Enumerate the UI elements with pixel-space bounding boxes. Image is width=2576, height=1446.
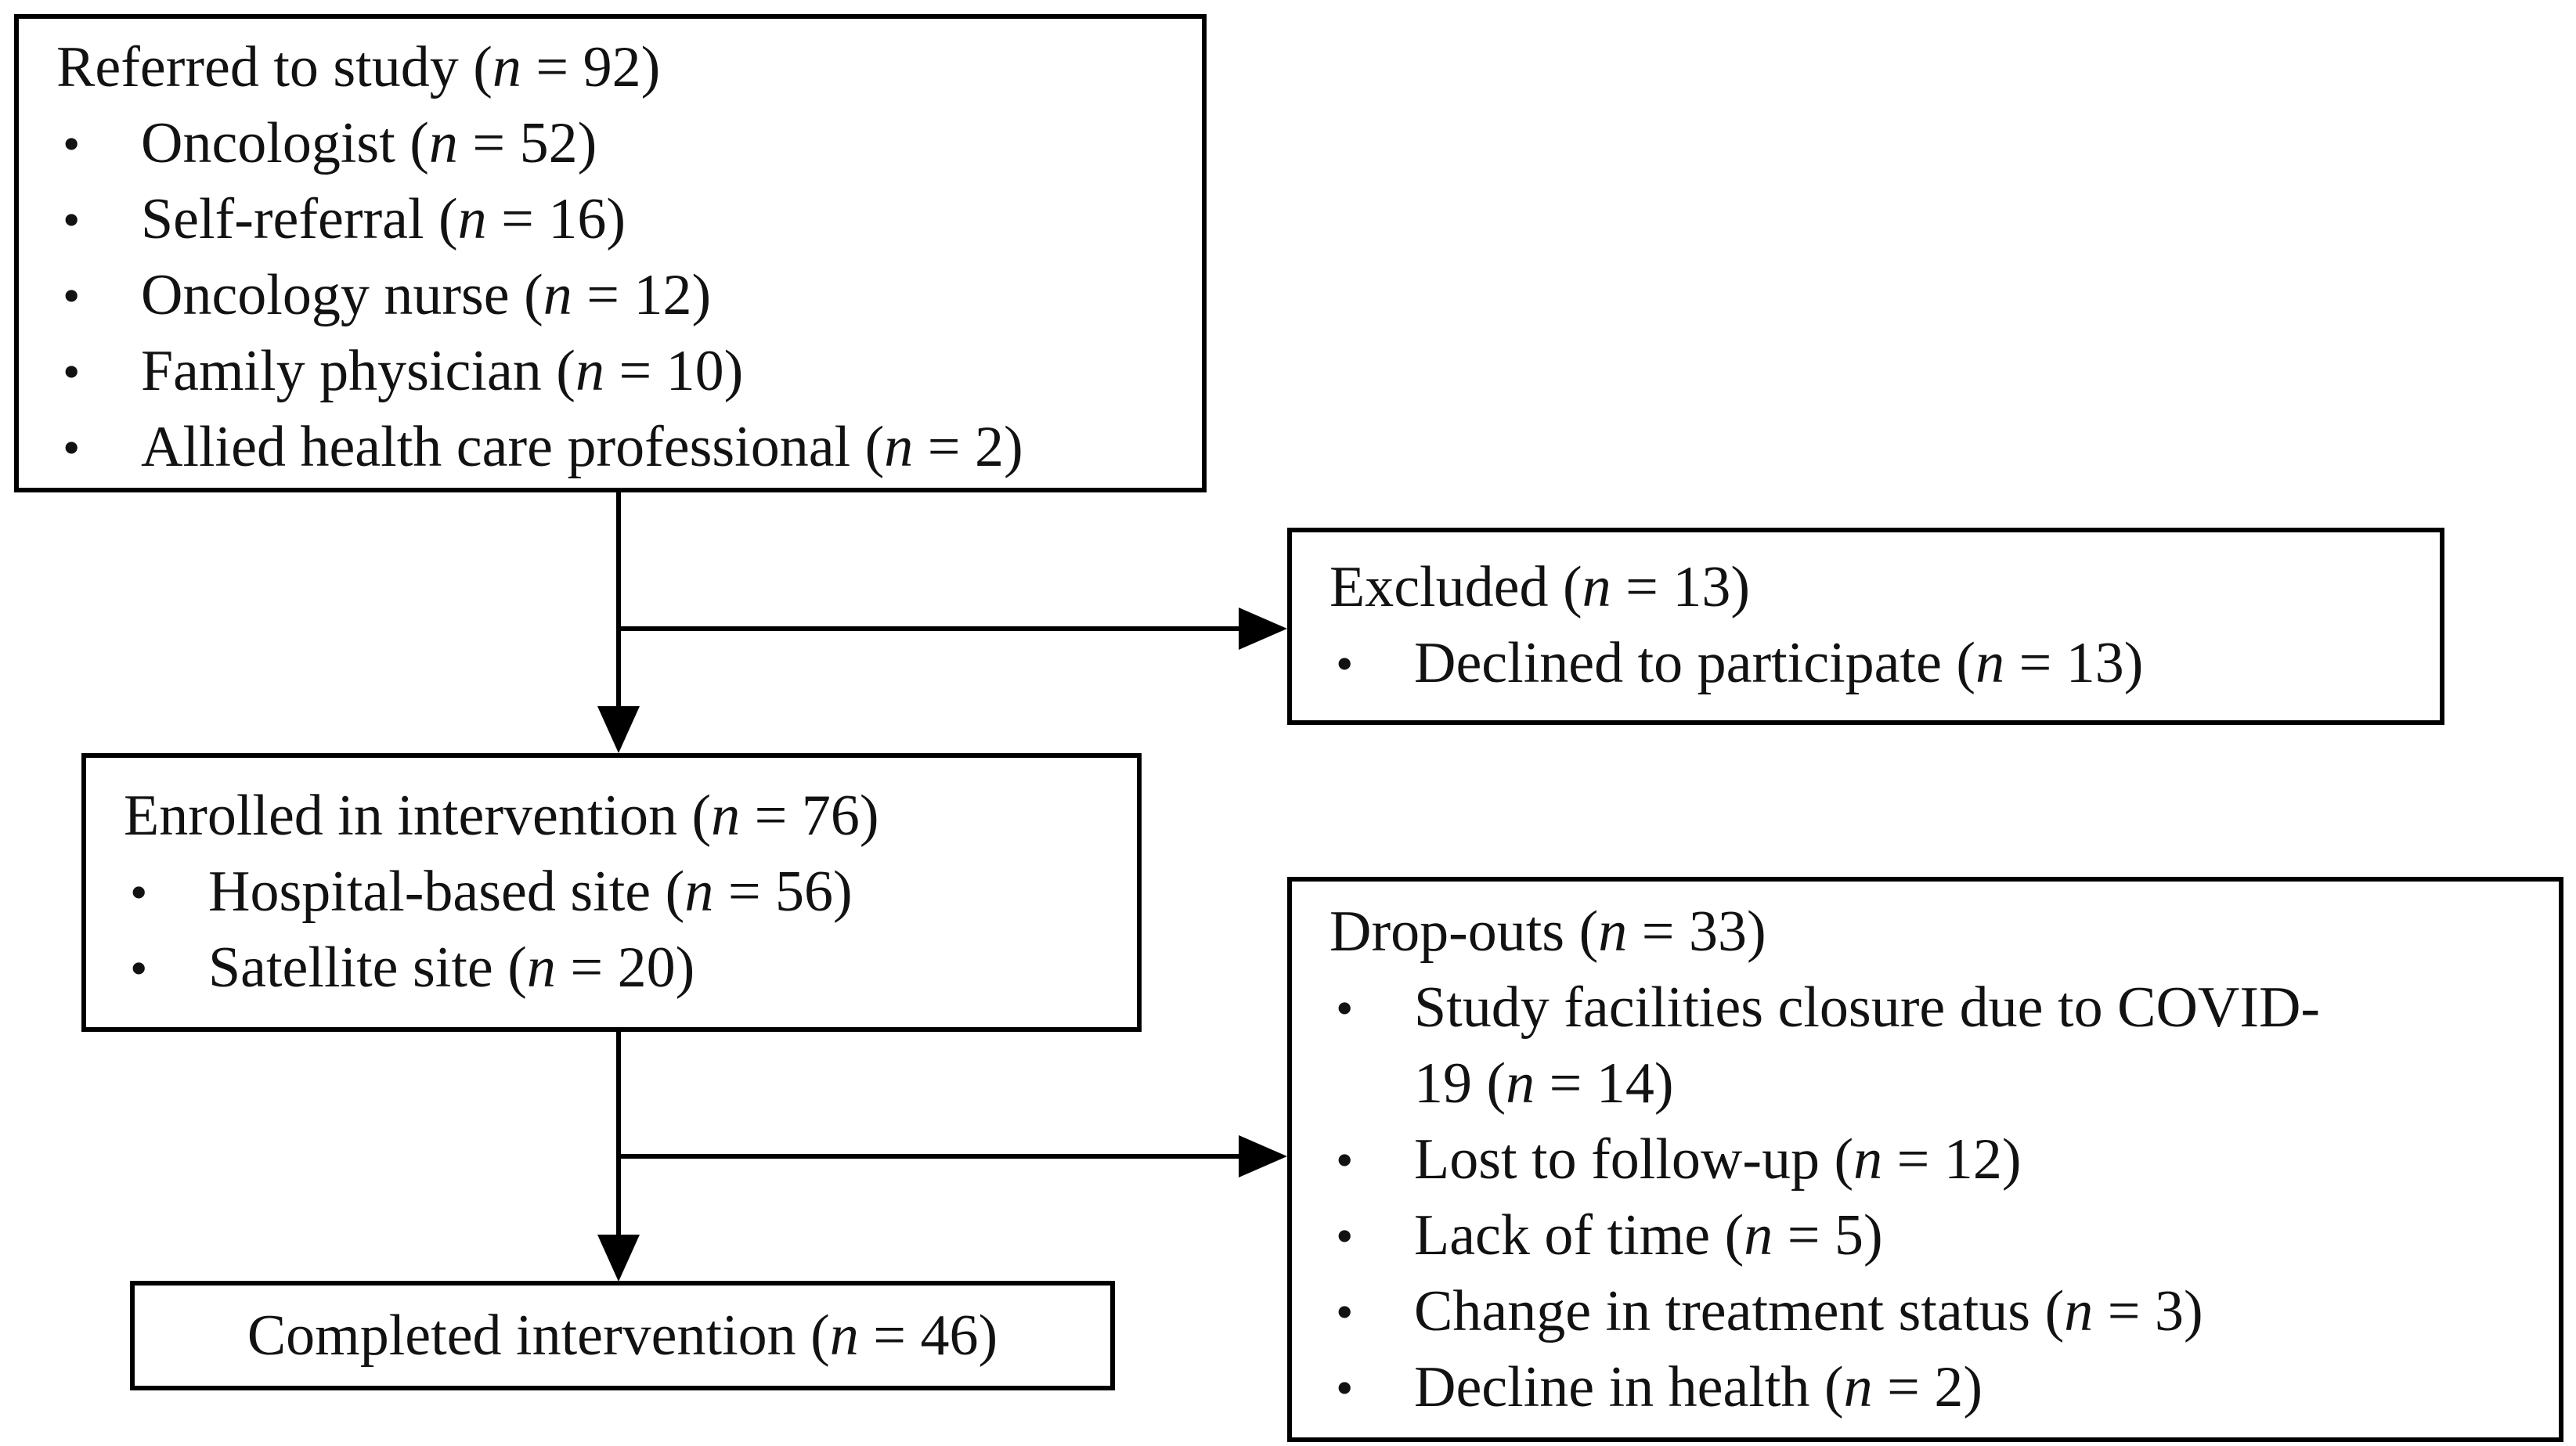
bullet-icon: •: [1336, 636, 1354, 691]
list-item: • Hospital-based site (n = 56): [86, 854, 1137, 930]
list-item: • Lack of time (n = 5): [1292, 1198, 2559, 1274]
flow-box-completed: Completed intervention (n = 46): [130, 1281, 1115, 1390]
bullet-icon: •: [63, 192, 81, 247]
connector-enrolled-to-completed: [616, 1032, 621, 1239]
list-item-text: Hospital-based site (n = 56): [208, 860, 853, 924]
list-item: • Self-referral (n = 16): [19, 182, 1202, 258]
connector-branch-to-dropouts: [616, 1154, 1241, 1159]
list-item: • Allied health care professional (n = 2…: [19, 409, 1202, 485]
bullet-icon: •: [1336, 1360, 1354, 1415]
list-item: • Satellite site (n = 20): [86, 930, 1137, 1006]
list-item-text: Satellite site (n = 20): [208, 936, 695, 1000]
list-item-text: Self-referral (n = 16): [141, 187, 626, 251]
list-item: • Declined to participate (n = 13): [1292, 626, 2440, 701]
bullet-icon: •: [1336, 1284, 1354, 1340]
arrowhead-right-icon: [1239, 608, 1287, 650]
bullet-icon: •: [130, 864, 148, 920]
list-item: • Change in treatment status (n = 3): [1292, 1274, 2559, 1350]
list-item-text: Change in treatment status (n = 3): [1414, 1279, 2203, 1343]
bullet-icon: •: [63, 116, 81, 171]
bullet-icon: •: [63, 420, 81, 475]
flow-box-excluded: Excluded (n = 13) • Declined to particip…: [1287, 528, 2444, 725]
list-item-text: Oncology nurse (n = 12): [141, 263, 712, 327]
box-title: Referred to study (n = 92): [56, 35, 661, 99]
flow-box-enrolled: Enrolled in intervention (n = 76) • Hosp…: [81, 753, 1142, 1032]
list-item-text: Allied health care professional (n = 2): [141, 415, 1023, 479]
list-item: • Oncology nurse (n = 12): [19, 258, 1202, 334]
connector-referred-to-enrolled: [616, 492, 621, 710]
list-item-text: Lack of time (n = 5): [1414, 1203, 1883, 1268]
list-item: • Decline in health (n = 2): [1292, 1350, 2559, 1426]
list-item: • Oncologist (n = 52): [19, 106, 1202, 182]
bullet-icon: •: [130, 940, 148, 996]
arrowhead-right-icon: [1239, 1135, 1287, 1177]
box-title: Completed intervention (n = 46): [247, 1303, 998, 1368]
bullet-icon: •: [63, 268, 81, 323]
list-item: • Lost to follow-up (n = 12): [1292, 1122, 2559, 1198]
list-item: • Study facilities closure due to COVID-…: [1292, 970, 2559, 1122]
bullet-icon: •: [1336, 1208, 1354, 1264]
box-title: Enrolled in intervention (n = 76): [124, 784, 879, 848]
bullet-icon: •: [1336, 1132, 1354, 1188]
connector-branch-to-excluded: [616, 626, 1241, 631]
list-item-text: Family physician (n = 10): [141, 339, 744, 403]
flow-box-referred: Referred to study (n = 92) • Oncologist …: [14, 14, 1207, 492]
bullet-icon: •: [1336, 980, 1354, 1036]
box-title: Drop-outs (n = 33): [1329, 900, 1766, 964]
box-title: Excluded (n = 13): [1329, 555, 1750, 619]
list-item: • Family physician (n = 10): [19, 334, 1202, 409]
arrowhead-down-icon: [597, 1235, 640, 1282]
list-item-text: Study facilities closure due to COVID-19…: [1414, 975, 2321, 1116]
list-item-text: Declined to participate (n = 13): [1414, 631, 2144, 695]
arrowhead-down-icon: [597, 706, 640, 753]
list-item-text: Lost to follow-up (n = 12): [1414, 1127, 2022, 1192]
flow-box-dropouts: Drop-outs (n = 33) • Study facilities cl…: [1287, 877, 2563, 1442]
list-item-text: Decline in health (n = 2): [1414, 1355, 1983, 1419]
list-item-text: Oncologist (n = 52): [141, 111, 597, 175]
bullet-icon: •: [63, 344, 81, 399]
